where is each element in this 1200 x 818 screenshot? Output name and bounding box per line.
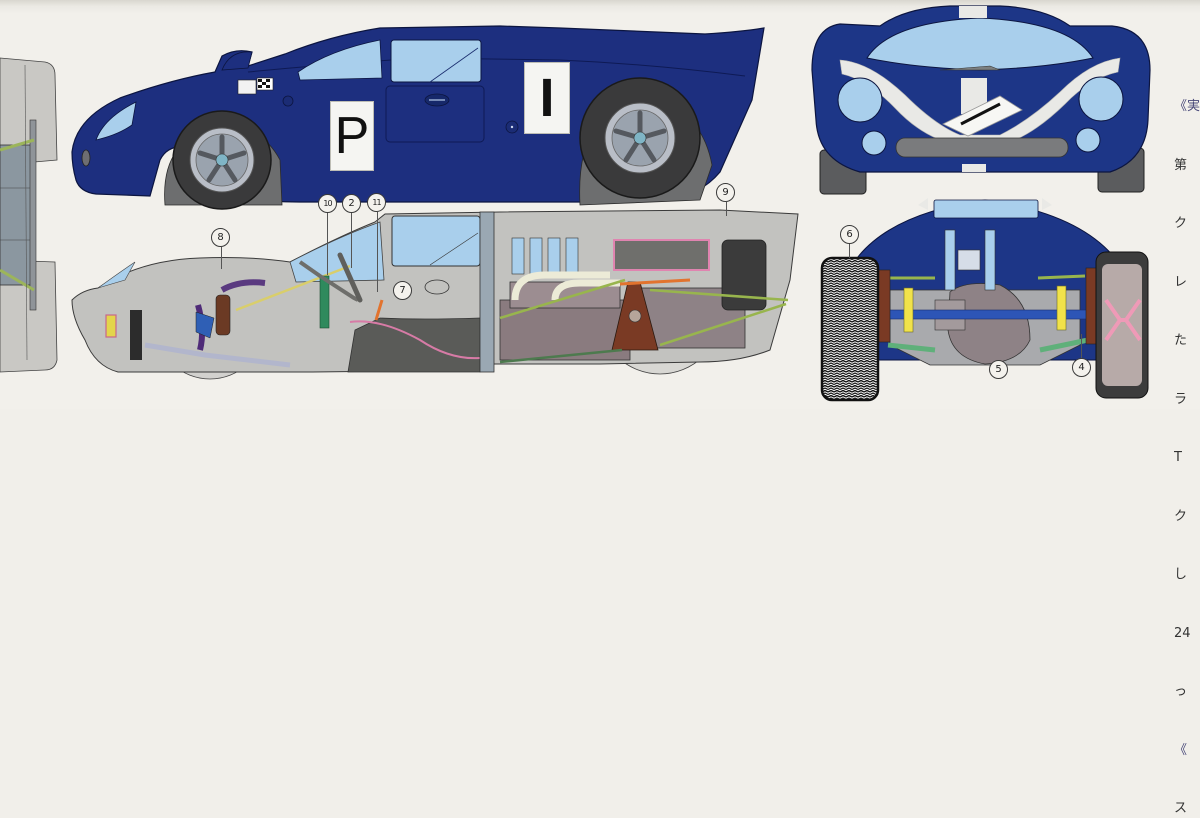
front-view [811,5,1151,195]
sidebar-line: ラ [1174,391,1188,407]
sidebar-line: た [1174,333,1188,348]
sidebar-line: し [1174,567,1188,582]
sidebar-line: っ [1174,684,1188,699]
callout-10: 10 [318,194,337,213]
rear-wheel [579,77,701,199]
sidebar-line: レ [1174,274,1188,290]
sidebar-line: T [1174,450,1182,465]
callout-2: 2 [342,194,361,213]
callout-8: 8 [211,228,230,247]
cutaway-side [71,209,799,380]
sidebar-text-column: 《実 第 ク レ た ラ T ク し 24 っ 《 ス レ ペ ン ス る [1174,58,1200,818]
leader-2 [351,213,352,268]
callout-6: 6 [840,225,859,244]
leader-6 [849,244,850,258]
sidebar-line: 第 [1174,157,1188,173]
rear-cutaway [820,198,1149,402]
callout-11: 11 [367,193,386,212]
side-view [71,25,765,210]
sidebar-line: ス [1174,801,1188,816]
sidebar-line: ク [1174,508,1188,524]
sidebar-line: 24 [1174,625,1191,641]
technical-illustration [0,5,1151,402]
sidebar-line: 《 [1174,742,1188,758]
callout-7: 7 [393,281,412,300]
callout-5: 5 [989,360,1008,379]
top-view-partial [0,57,58,373]
race-plate-letter: P [330,101,374,171]
callout-9: 9 [716,183,735,202]
leader-8 [221,247,222,269]
leader-9 [726,202,727,216]
sidebar-line: ク [1174,216,1188,231]
callout-4: 4 [1072,358,1091,377]
front-wheel [172,110,272,210]
sidebar-line: 《実 [1174,99,1200,114]
leader-4 [1081,334,1082,358]
leader-10 [327,213,328,275]
leader-11 [377,212,378,292]
race-plate-number: I [524,62,570,134]
